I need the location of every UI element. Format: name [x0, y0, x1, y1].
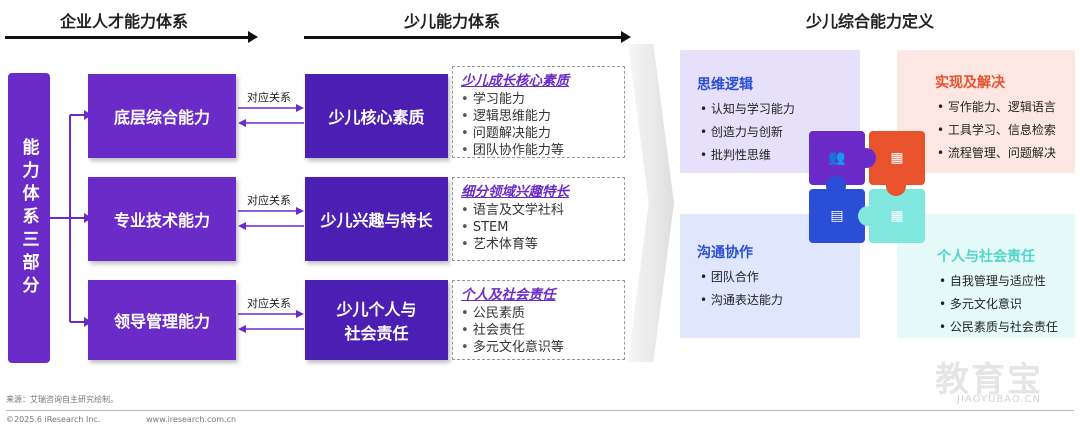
- communicate-item: 沟通表达能力: [700, 289, 783, 312]
- leadership-box: 领导管理能力: [88, 280, 236, 360]
- realize-card-title: 实现及解决: [935, 75, 1005, 91]
- detail-item: 社会责任: [461, 322, 616, 339]
- ability-three-parts-label: 能力体系三部分: [8, 73, 50, 363]
- puzzle-blue: ▤: [809, 189, 865, 243]
- social-item: 自我管理与适应性: [939, 270, 1058, 293]
- detail-item: 公民素质: [461, 305, 616, 322]
- transition-chevron: [628, 44, 674, 362]
- realize-item: 流程管理、问题解决: [937, 142, 1056, 165]
- detail-item: STEM: [461, 219, 616, 236]
- child-social-box: 少儿个人与 社会责任: [305, 280, 448, 360]
- detail-item: 艺术体育等: [461, 236, 616, 253]
- detail-title: 个人及社会责任: [461, 287, 556, 303]
- detail-title: 少儿成长核心素质: [461, 73, 569, 89]
- logic-item: 创造力与创新: [700, 121, 795, 144]
- communicate-item: 团队合作: [700, 266, 783, 289]
- child-social-line1: 少儿个人与: [336, 300, 417, 319]
- copyright: ©2025.6 iResearch Inc. www.iresearch.com…: [6, 415, 237, 424]
- relation-label-3: 对应关系: [247, 297, 291, 310]
- children-header: 少儿能力体系: [404, 12, 501, 31]
- detail-item: 逻辑思维能力: [461, 108, 616, 125]
- puzzle-red: ▦: [869, 131, 925, 185]
- relation-arrows-3: [238, 310, 304, 333]
- relation-label-2: 对应关系: [247, 194, 291, 207]
- puzzle-knob: [886, 176, 906, 196]
- puzzle-knob: [858, 206, 878, 226]
- watermark-en: JIAOYUBAO.CN: [957, 394, 1041, 405]
- watermark-cn: 教育宝: [935, 360, 1043, 400]
- social-detail: 个人及社会责任 公民素质 社会责任 多元文化意识等: [452, 280, 625, 360]
- social-item: 多元文化意识: [939, 293, 1058, 316]
- logic-item: 认知与学习能力: [700, 98, 795, 121]
- communicate-card-title: 沟通协作: [697, 245, 753, 261]
- people-icon: 👥: [828, 150, 846, 166]
- car-icon: ▦: [890, 208, 904, 224]
- professional-tech-box: 专业技术能力: [88, 177, 236, 261]
- logic-card-title: 思维逻辑: [697, 77, 753, 93]
- child-social-line2: 社会责任: [344, 324, 409, 343]
- interest-detail: 细分领域兴趣特长 语言及文学社科 STEM 艺术体育等: [452, 177, 625, 261]
- document-icon: ▤: [830, 208, 844, 224]
- relation-arrows-1: [238, 104, 304, 127]
- enterprise-header-arrow: [5, 31, 258, 43]
- social-card-title: 个人与社会责任: [937, 249, 1035, 265]
- footer-divider: [6, 410, 1074, 411]
- children-header-arrow: [304, 31, 631, 43]
- foundation-ability-box: 底层综合能力: [88, 74, 236, 158]
- child-interest-box: 少儿兴趣与特长: [305, 177, 448, 261]
- child-core-quality-box: 少儿核心素质: [305, 74, 448, 158]
- puzzle-teal: ▦: [869, 189, 925, 243]
- realize-item: 写作能力、逻辑语言: [937, 96, 1056, 119]
- relation-label-1: 对应关系: [247, 91, 291, 104]
- building-icon: ▦: [890, 150, 904, 166]
- realize-card: 实现及解决 写作能力、逻辑语言 工具学习、信息检索 流程管理、问题解决: [897, 50, 1075, 173]
- relation-arrows-2: [238, 207, 304, 230]
- detail-item: 多元文化意识等: [461, 339, 616, 356]
- puzzle-knob: [856, 148, 876, 168]
- puzzle-knob: [826, 176, 846, 196]
- communicate-card: 沟通协作 团队合作 沟通表达能力: [680, 214, 860, 338]
- realize-item: 工具学习、信息检索: [937, 119, 1056, 142]
- social-card: 个人与社会责任 自我管理与适应性 多元文化意识 公民素质与社会责任: [897, 214, 1075, 338]
- source-note: 来源：艾瑞咨询自主研究绘制。: [6, 395, 118, 404]
- detail-item: 语言及文学社科: [461, 202, 616, 219]
- detail-item: 学习能力: [461, 91, 616, 108]
- definition-header: 少儿综合能力定义: [806, 12, 935, 31]
- detail-title: 细分领域兴趣特长: [461, 184, 569, 200]
- puzzle-purple: 👥: [809, 131, 865, 185]
- enterprise-header: 企业人才能力体系: [60, 12, 189, 31]
- social-item: 公民素质与社会责任: [939, 316, 1058, 339]
- detail-item: 问题解决能力: [461, 125, 616, 142]
- core-quality-detail: 少儿成长核心素质 学习能力 逻辑思维能力 问题解决能力 团队协作能力等: [452, 66, 625, 158]
- detail-item: 团队协作能力等: [461, 142, 616, 159]
- logic-item: 批判性思维: [700, 144, 795, 167]
- branch-connectors: [50, 110, 92, 327]
